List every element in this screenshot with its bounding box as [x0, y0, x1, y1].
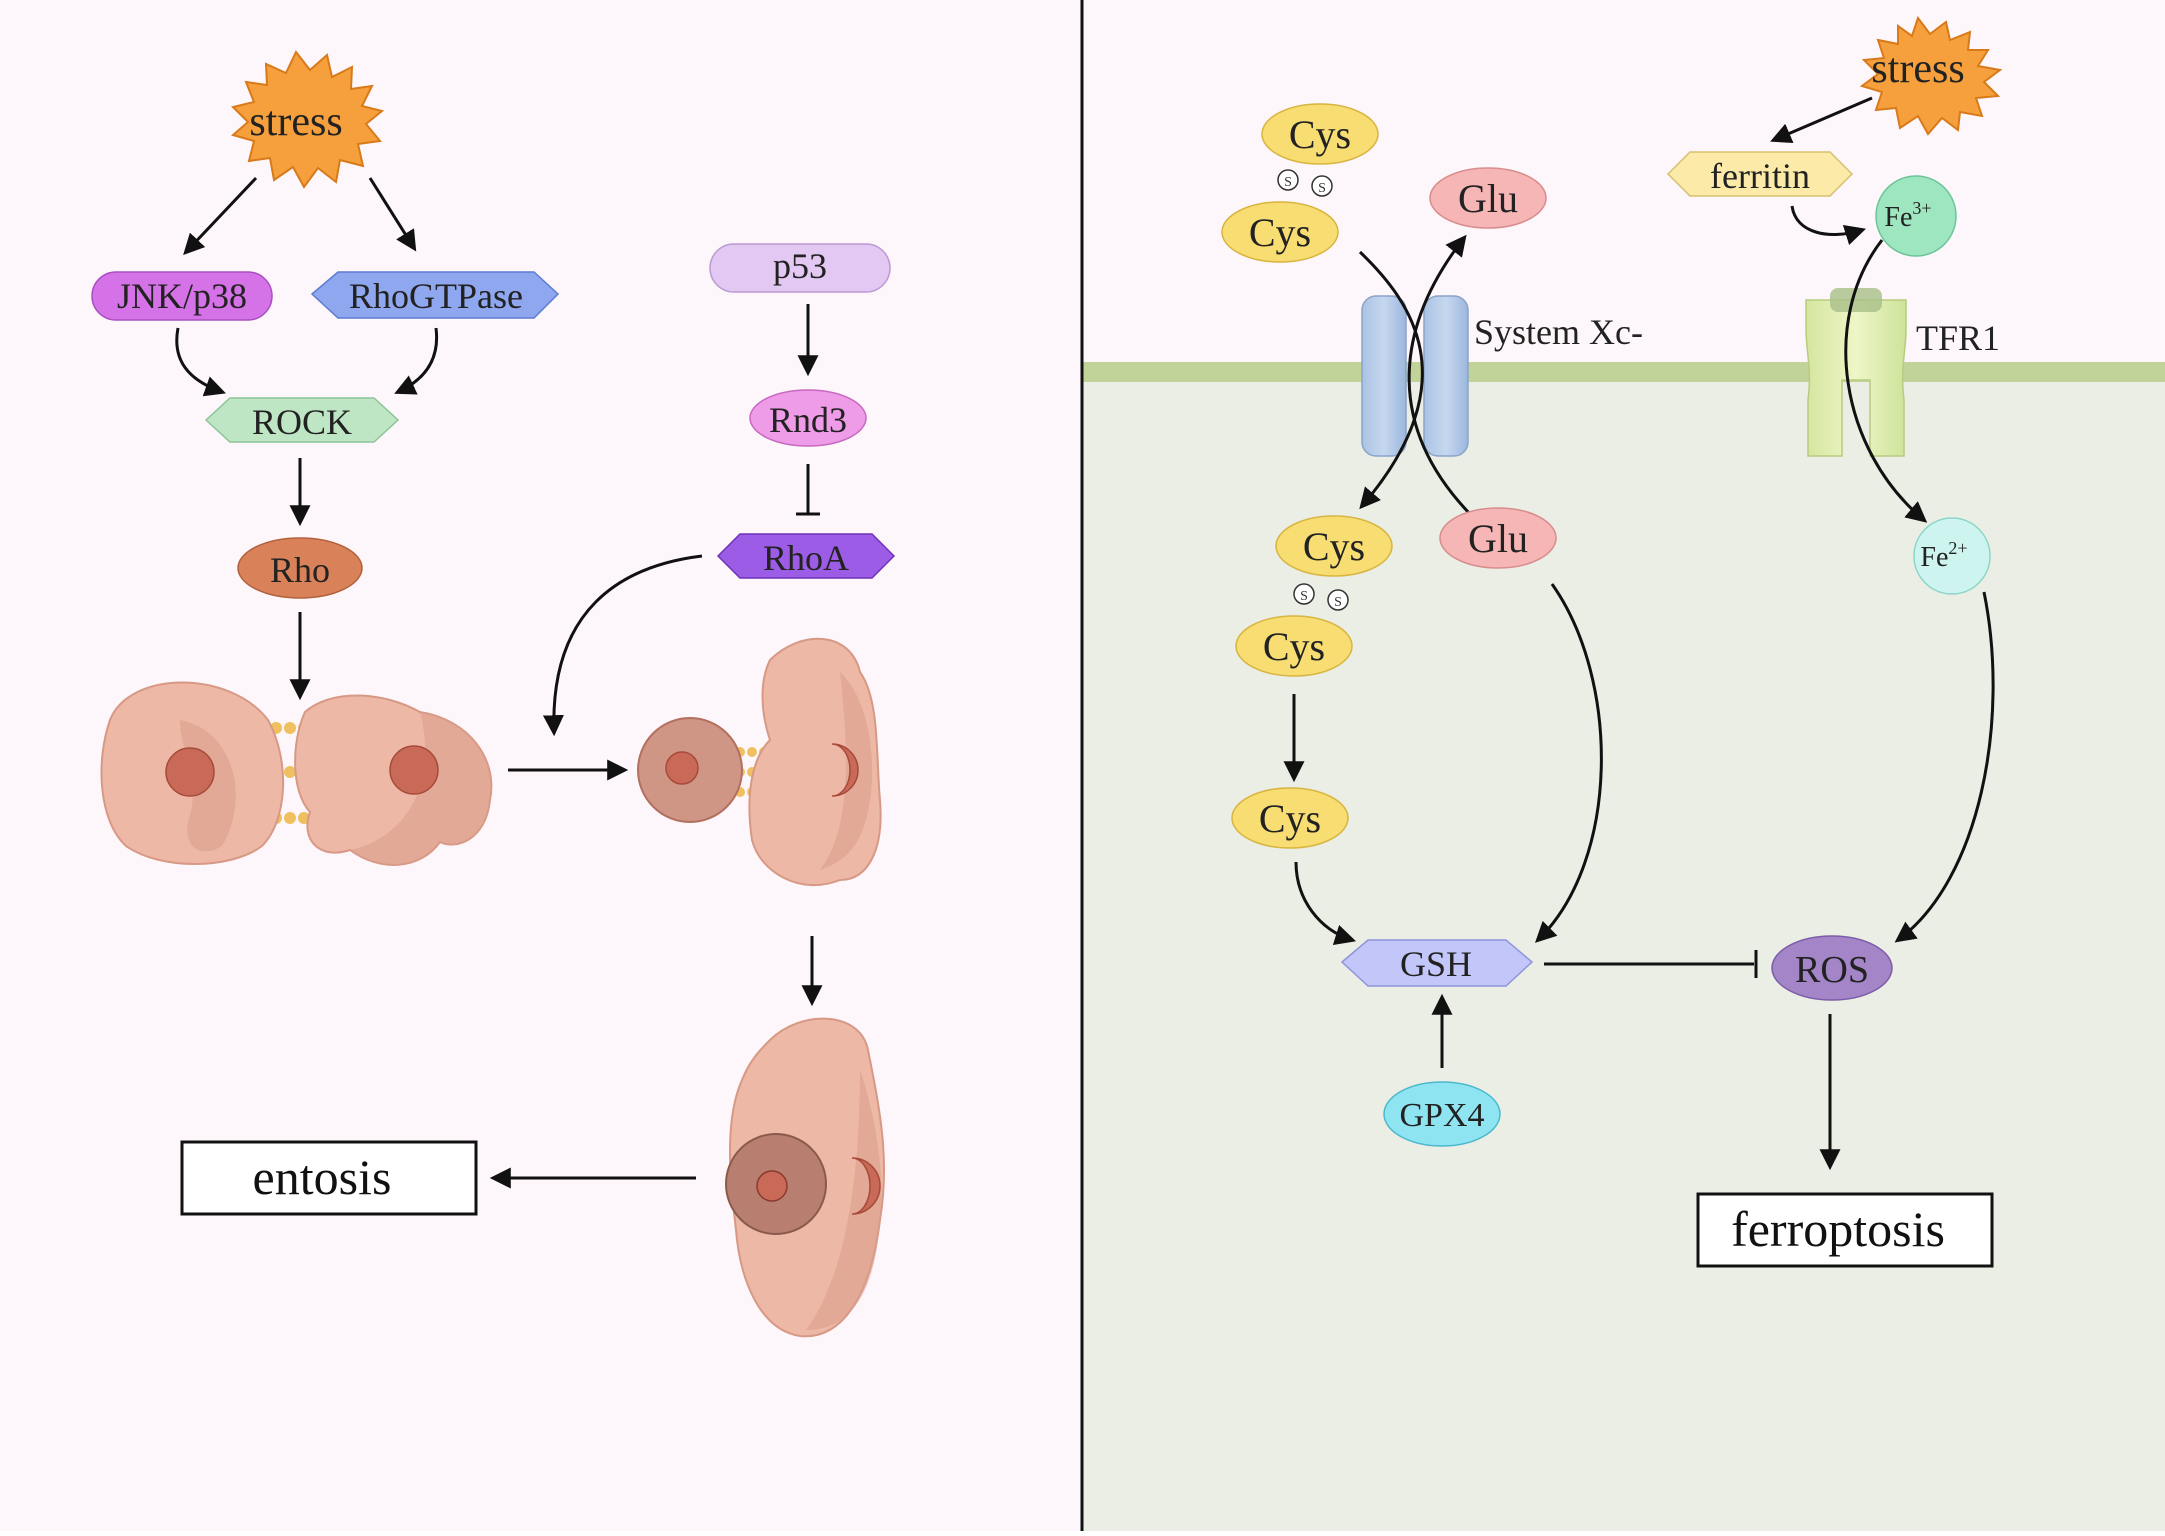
invading-cell-illustration — [637, 637, 882, 886]
jnk-p38-label: JNK/p38 — [117, 276, 247, 316]
tfr1-label: TFR1 — [1916, 318, 2000, 358]
cell-membrane — [1082, 362, 2165, 382]
rnd3-node: Rnd3 — [749, 389, 867, 447]
stress-node-left: stress — [230, 50, 385, 189]
ferroptosis-label: ferroptosis — [1731, 1201, 1945, 1257]
rho-label: Rho — [270, 550, 330, 590]
arrow-cys-gsh — [1294, 861, 1357, 945]
nucleus-left — [165, 747, 215, 797]
glu-inside-node: Glu — [1439, 507, 1557, 569]
nucleus-right — [389, 745, 439, 795]
p53-label: p53 — [773, 246, 827, 286]
arrow-fe3-fe2 — [1844, 239, 1928, 523]
gsh-label: GSH — [1400, 944, 1472, 984]
fe2-superscript: 2+ — [1948, 538, 1967, 558]
ferritin-label: ferritin — [1710, 156, 1810, 196]
rhoa-node: RhoA — [716, 533, 896, 579]
sulfur-a: S — [1284, 175, 1292, 190]
entotic-cell-illustration — [725, 1017, 886, 1338]
internalized-nucleus — [756, 1170, 788, 1202]
system-xc-label: System Xc- — [1474, 312, 1643, 352]
cytoplasm-area — [1082, 372, 2165, 1531]
cys-outside-label-2: Cys — [1249, 210, 1311, 255]
arrow-cystine-import — [1358, 250, 1424, 510]
rhogtpase-label: RhoGTPase — [349, 276, 523, 316]
glu-outside-label: Glu — [1458, 176, 1518, 221]
jnk-p38-node: JNK/p38 — [91, 271, 273, 321]
arrow-jnk-rock — [175, 327, 226, 397]
fe2-label: Fe — [1920, 542, 1948, 573]
entosis-box: entosis — [180, 1140, 478, 1216]
fe3-node: Fe3+ — [1875, 175, 1957, 257]
gpx4-label: GPX4 — [1399, 1097, 1484, 1134]
gpx4-node: GPX4 — [1383, 1081, 1501, 1147]
arrow-stress-rhogtpase — [368, 177, 417, 252]
arrow-fe2-ros — [1894, 591, 1995, 943]
ros-label: ROS — [1795, 949, 1869, 991]
rnd3-label: Rnd3 — [769, 400, 847, 440]
system-xc-transporter: System Xc- — [1361, 295, 1643, 457]
stress-node-right: stress — [1859, 15, 2003, 136]
rock-node: ROCK — [204, 397, 400, 443]
invading-nucleus — [665, 751, 699, 785]
entosis-label: entosis — [253, 1149, 392, 1205]
rock-label: ROCK — [252, 402, 352, 442]
cys-inside-label-1: Cys — [1303, 524, 1365, 569]
cys-single-label: Cys — [1259, 796, 1321, 841]
svg-text:Fe2+: Fe2+ — [1920, 538, 1967, 573]
svg-text:Fe3+: Fe3+ — [1884, 198, 1931, 233]
arrow-rhoa-invasion — [542, 554, 703, 737]
sulfur-b: S — [1318, 181, 1326, 196]
cys-outside-label-1: Cys — [1289, 112, 1351, 157]
arrow-rhogtpase-rock — [394, 327, 439, 395]
entotic-host-nucleus — [851, 1157, 881, 1215]
sulfur-d: S — [1334, 595, 1342, 610]
rhogtpase-node: RhoGTPase — [310, 271, 560, 319]
arrow-glu-gsh — [1534, 583, 1603, 943]
stress-label-left: stress — [249, 99, 342, 145]
tfr1-receptor: TFR1 — [1805, 288, 2000, 457]
rho-node: Rho — [237, 537, 363, 599]
cys-inside-label-2: Cys — [1263, 624, 1325, 669]
fe3-label: Fe — [1884, 202, 1912, 233]
p53-node: p53 — [709, 243, 891, 293]
cys-single-node: Cys — [1231, 787, 1349, 849]
ferritin-node: ferritin — [1666, 151, 1854, 197]
glu-outside-node: Glu — [1429, 167, 1547, 229]
cystine-inside: Cys S S Cys — [1235, 515, 1393, 677]
adjacent-cells-illustration — [100, 681, 493, 866]
rhoa-label: RhoA — [763, 538, 849, 578]
fe2-node: Fe2+ — [1913, 517, 1991, 595]
fe3-superscript: 3+ — [1912, 198, 1931, 218]
ferroptosis-box: ferroptosis — [1696, 1192, 1994, 1268]
stress-label-right: stress — [1871, 46, 1964, 92]
glu-inside-label: Glu — [1468, 516, 1528, 561]
arrow-stress-jnk — [183, 176, 258, 256]
sulfur-c: S — [1300, 589, 1308, 604]
host-nucleus-crescent — [831, 743, 859, 797]
ros-node: ROS — [1771, 935, 1893, 1001]
arrow-ferritin-fe3 — [1790, 205, 1867, 246]
arrow-stress-ferritin — [1770, 96, 1873, 144]
gsh-node: GSH — [1340, 939, 1534, 987]
cystine-outside: Cys S S Cys — [1221, 103, 1379, 263]
arrow-glu-export — [1407, 234, 1472, 516]
